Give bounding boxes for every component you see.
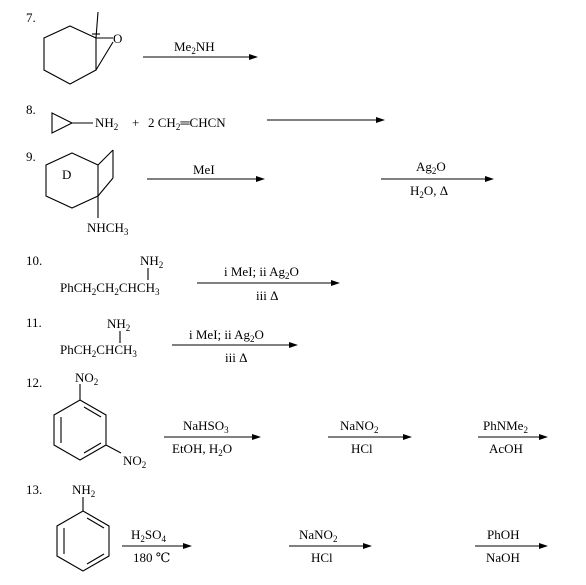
reagent-12a-bottom: EtOH, H2O: [172, 441, 233, 458]
plus-sign-8: +: [132, 115, 140, 130]
structure-12: [53, 384, 122, 461]
problem-8-number: 8.: [26, 102, 36, 117]
reagent-11-bottom: iii Δ: [225, 350, 248, 365]
reagent-10-bottom: iii Δ: [256, 288, 279, 303]
structure-8: [51, 112, 93, 134]
problem-12-number: 12.: [26, 375, 43, 390]
substrate-10: PhCH2CH2CHCH3: [60, 280, 160, 297]
arrow-8: [267, 117, 385, 123]
arrow-13b: [289, 543, 372, 549]
reagent-11-top: i MeI; ii Ag2O: [189, 327, 264, 344]
reagent-10-top: i MeI; ii Ag2O: [224, 264, 299, 281]
methylamino-9: NHCH3: [87, 220, 129, 237]
arrow-9b: [381, 176, 494, 182]
reagent-12a-top: NaHSO3: [183, 418, 229, 435]
ring-label-d: D: [62, 167, 72, 182]
reagent-13a-top: H2SO4: [131, 527, 167, 544]
problem-11-number: 11.: [26, 315, 42, 330]
arrow-9a: [147, 176, 265, 182]
acrylonitrile-8: 2 CH2═CHCN: [148, 115, 226, 132]
reagent-9a: MeI: [193, 162, 215, 177]
arrow-7: [143, 54, 258, 60]
reagent-12b-bottom: HCl: [351, 441, 373, 456]
reagent-12b-top: NaNO2: [340, 418, 379, 435]
amine-group-13: NH2: [72, 482, 96, 499]
problem-10-number: 10.: [26, 253, 43, 268]
problem-13-number: 13.: [26, 482, 43, 497]
arrow-10: [197, 280, 340, 286]
amine-group-10: NH2: [140, 253, 164, 270]
reagent-13c-bottom: NaOH: [486, 550, 520, 565]
arrow-12b: [328, 434, 412, 440]
structure-7: [43, 11, 114, 85]
reagent-13b-bottom: HCl: [311, 550, 333, 565]
arrow-13a: [122, 543, 192, 549]
reagent-13a-bottom: 180 ℃: [133, 550, 171, 565]
oxygen-atom-label: O: [113, 31, 123, 46]
substrate-11: PhCH2CHCH3: [60, 342, 137, 359]
arrow-11: [172, 342, 298, 348]
reagent-13c-top: PhOH: [487, 527, 520, 542]
reagent-9b-bottom: H2O, Δ: [410, 183, 449, 200]
amine-group-11: NH2: [107, 316, 131, 333]
structure-9: [45, 149, 114, 218]
reagent-12c-top: PhNMe2: [483, 418, 528, 435]
arrow-13c: [475, 543, 548, 549]
arrow-12a: [164, 434, 261, 440]
reagent-9b-top: Ag2O: [416, 159, 446, 176]
structure-13: [56, 497, 110, 572]
nitro-group-bottom: NO2: [123, 453, 147, 470]
reagent-13b-top: NaNO2: [299, 527, 338, 544]
problem-9-number: 9.: [26, 149, 36, 164]
problem-7-number: 7.: [26, 10, 36, 25]
nitro-group-top: NO2: [75, 370, 99, 387]
amine-group-8: NH2: [95, 115, 119, 132]
reagent-12c-bottom: AcOH: [489, 441, 523, 456]
arrow-12c: [478, 434, 548, 440]
reagent-7: Me2NH: [174, 39, 215, 56]
